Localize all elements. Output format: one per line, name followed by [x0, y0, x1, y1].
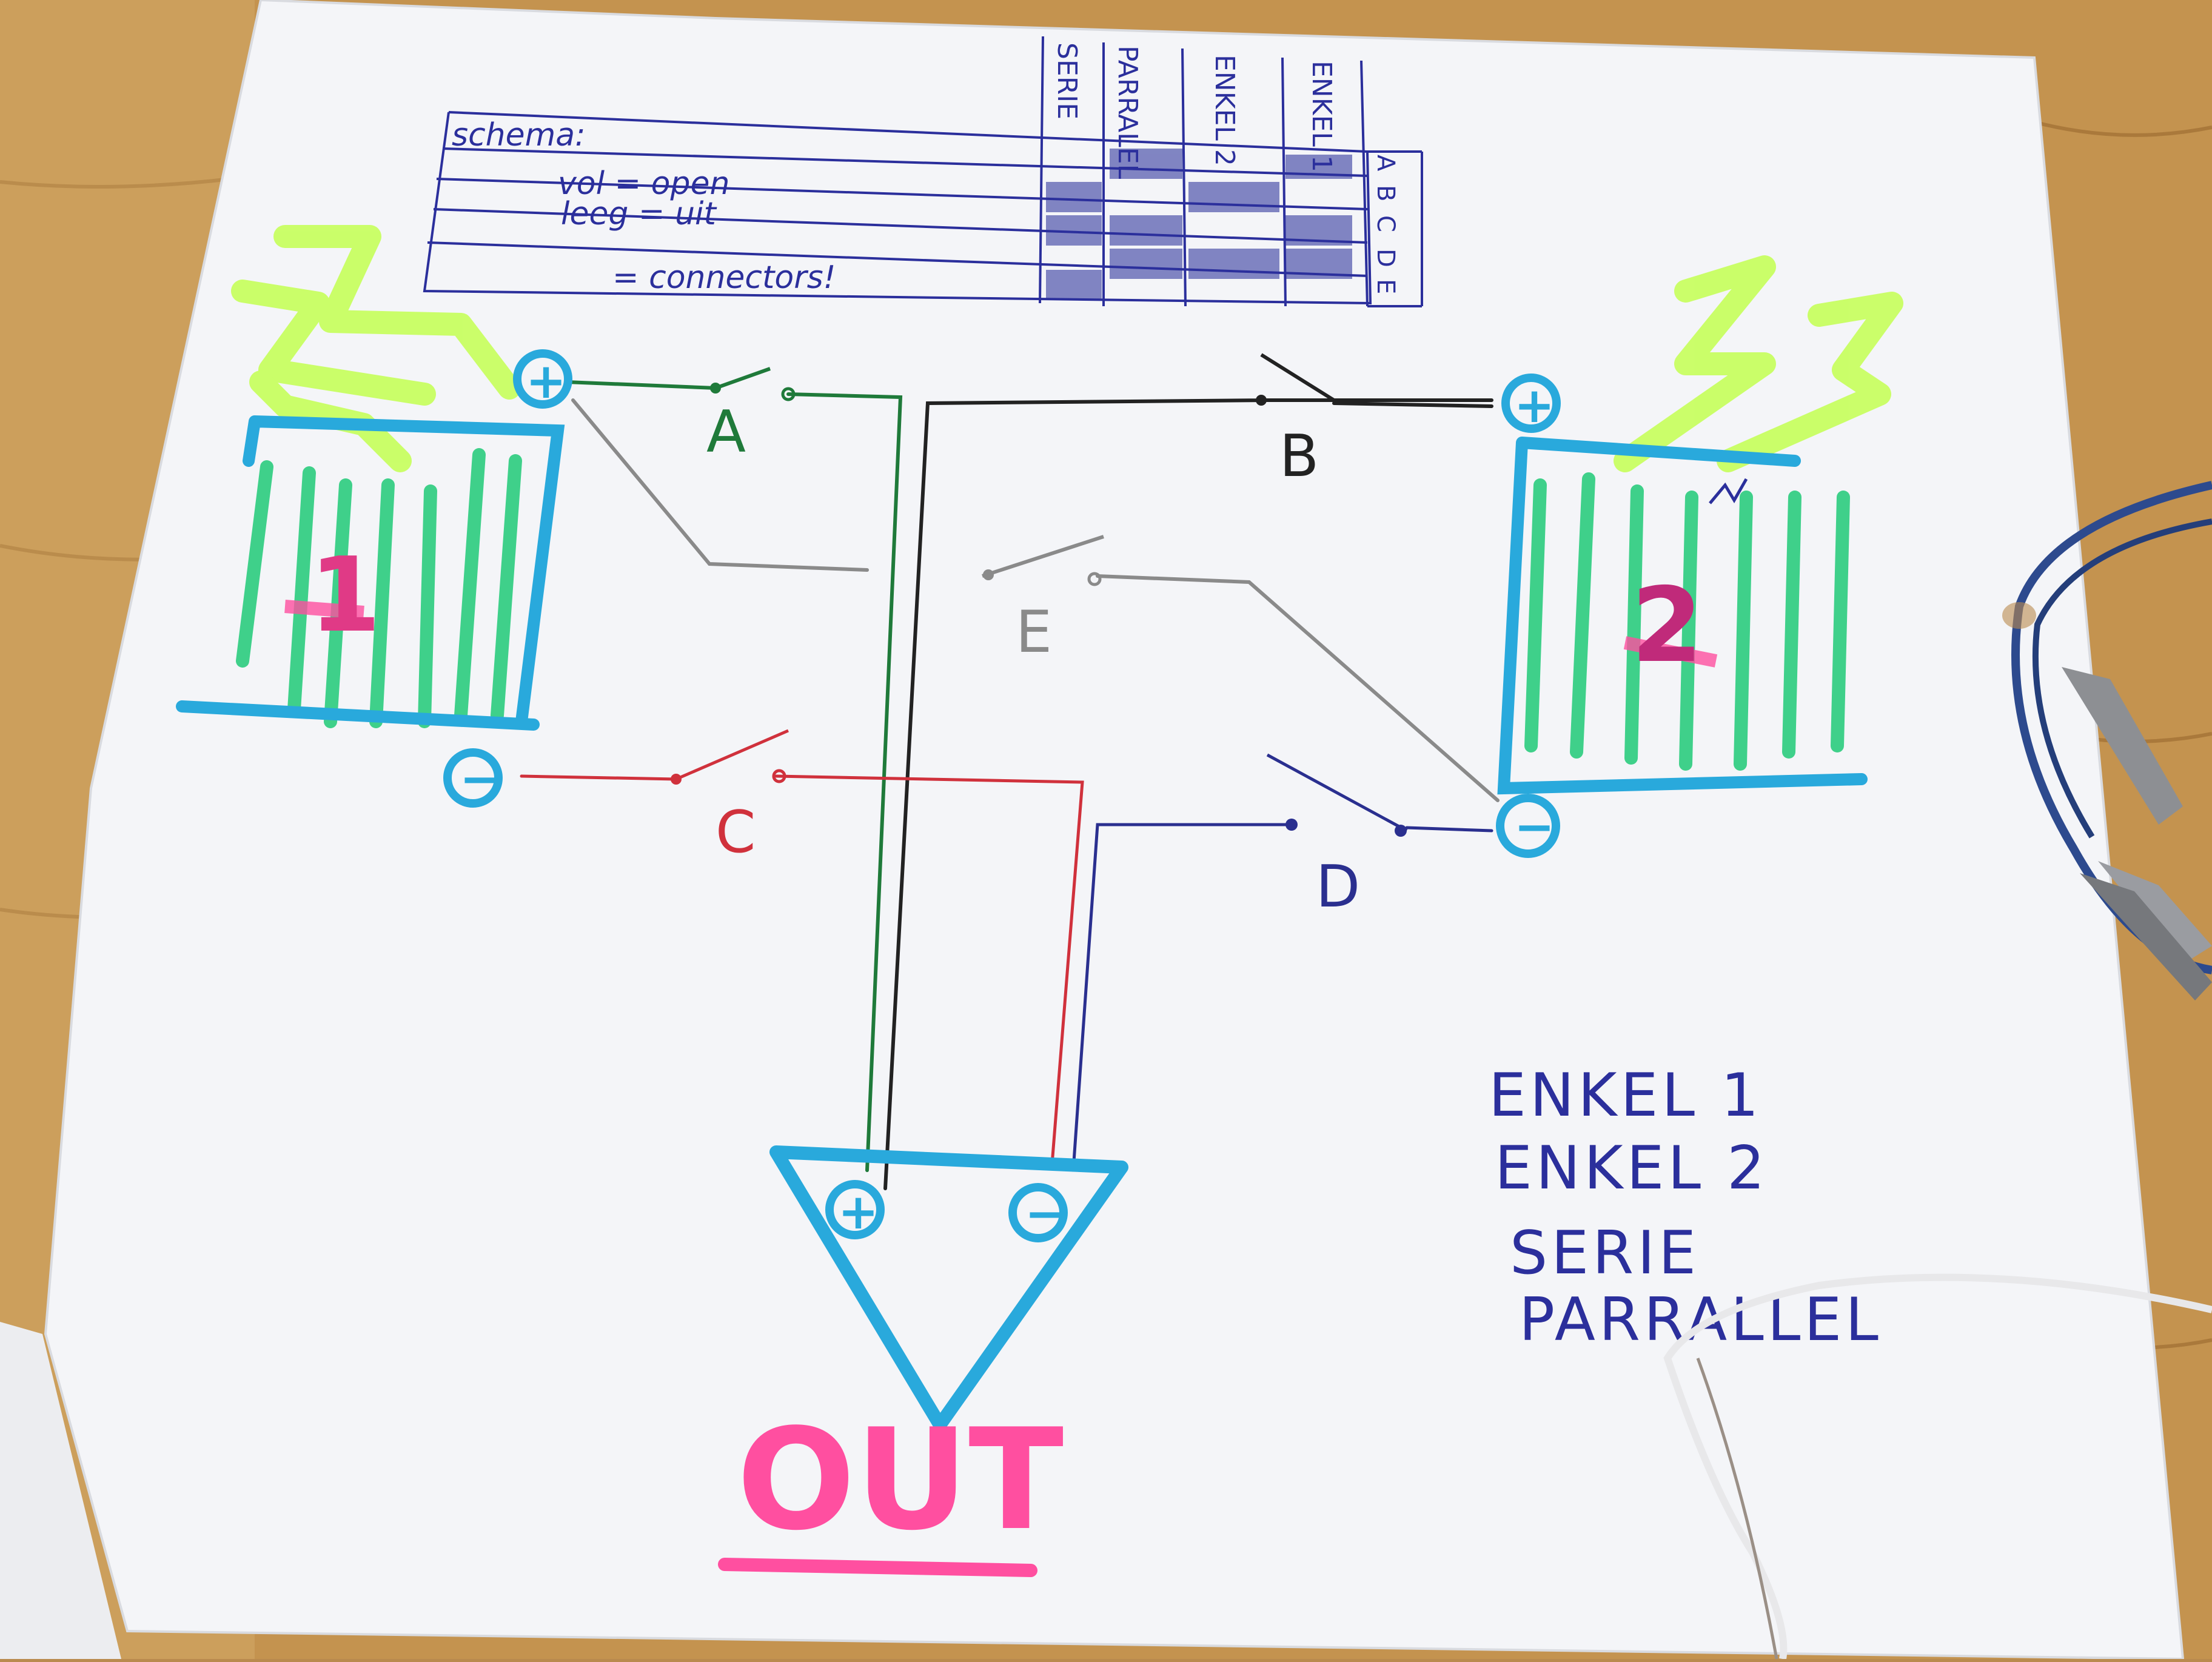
terminals: + − + −: [443, 349, 1561, 858]
output-underline: [718, 1558, 1037, 1577]
sun-arrow-left-3: [249, 370, 412, 472]
table-legend: schema: vol = open leeg = uit = connecto…: [452, 117, 836, 296]
switch-d: D: [1266, 753, 1408, 920]
solar-panel-2: 2: [1497, 437, 1868, 795]
wire-green: [565, 380, 903, 1172]
switch-c-label: C: [716, 799, 756, 866]
switch-a-label: A: [706, 399, 746, 466]
legend-connectors: = connectors!: [612, 260, 836, 296]
col-header-enkel-2: ENKEL 2: [1209, 55, 1240, 166]
wire-red: [520, 774, 1084, 1166]
note-enkel-2: ENKEL 2: [1495, 1134, 1769, 1203]
svg-text:+: +: [526, 353, 566, 409]
svg-text:−: −: [460, 751, 500, 807]
svg-text:+: +: [1514, 377, 1555, 434]
handwritten-notes: ENKEL 1 ENKEL 2 SERIE PARRALLEL: [1489, 1061, 1882, 1355]
panel-2-outline: [1497, 437, 1868, 795]
svg-text:−: −: [1025, 1185, 1065, 1242]
table-column-headers: SERIE PARRALEL ENKEL 2 ENKEL 1: [1051, 42, 1337, 179]
output-device: + − OUT: [718, 1145, 1128, 1577]
row-header-a: A: [1372, 155, 1399, 172]
switches: A B C D E: [671, 353, 1408, 920]
panel-2-minus-terminal: −: [1496, 794, 1560, 858]
sun-arrow-left-2: [231, 280, 436, 406]
switch-d-label: D: [1316, 854, 1360, 920]
legend-title: schema:: [452, 117, 586, 153]
panel-1-plus-terminal: +: [513, 349, 572, 409]
output-triangle: [769, 1145, 1128, 1432]
legend-full-open: vol = open: [558, 166, 729, 202]
sunlight-arrows: [231, 225, 1903, 472]
switch-e: E: [982, 535, 1104, 666]
sun-arrow-right-1: [1614, 255, 1776, 472]
switch-c: C: [671, 729, 789, 866]
switch-b-label: B: [1279, 423, 1319, 490]
row-header-c: C: [1372, 215, 1399, 232]
legend-empty-off: leeg = uit: [561, 196, 717, 232]
panel-2-label: 2: [1631, 566, 1703, 686]
output-plus-terminal: +: [825, 1180, 885, 1240]
alligator-clips: [2062, 667, 2212, 1000]
note-enkel-1: ENKEL 1: [1489, 1061, 1763, 1130]
output-minus-terminal: −: [1008, 1183, 1068, 1242]
wire-black: [883, 398, 1493, 1190]
wire-grey: [571, 398, 1500, 802]
paper-corner: [0, 1322, 121, 1659]
output-label: OUT: [737, 1399, 1064, 1561]
row-header-d: D: [1372, 249, 1399, 267]
wires: [520, 380, 1500, 1190]
panel-2-squiggle: [1709, 478, 1748, 504]
row-header-e: E: [1372, 279, 1399, 294]
panel-1-minus-terminal: −: [443, 748, 503, 808]
paper-hole: [2002, 602, 2036, 629]
switch-a: A: [706, 367, 796, 466]
sun-arrow-right-2: [1717, 292, 1903, 472]
wire-blue: [1071, 823, 1493, 1172]
panel-2-stripes: [1524, 472, 1850, 771]
svg-text:+: +: [838, 1184, 879, 1240]
svg-text:−: −: [1514, 799, 1555, 855]
note-parrallel: PARRALLEL: [1519, 1285, 1882, 1355]
note-serie: SERIE: [1510, 1219, 1700, 1288]
col-header-serie: SERIE: [1051, 42, 1082, 119]
switch-e-label: E: [1016, 599, 1052, 666]
panel-1-outline: [176, 415, 565, 731]
panel-1-stripes: [236, 448, 522, 728]
paper-sheet: [44, 0, 2185, 1661]
panel-1-label: 1: [309, 535, 381, 655]
sun-arrow-left-1: [273, 225, 521, 400]
col-header-parralel: PARRALEL: [1112, 45, 1143, 179]
table-row-headers: A B C D E: [1372, 155, 1399, 294]
row-header-b: B: [1372, 185, 1399, 201]
solar-panel-1: 1: [176, 415, 565, 731]
col-header-enkel-1: ENKEL 1: [1306, 61, 1337, 172]
panel-2-plus-terminal: +: [1501, 374, 1561, 434]
switch-b: B: [1256, 353, 1335, 490]
truth-table: [423, 36, 1423, 307]
